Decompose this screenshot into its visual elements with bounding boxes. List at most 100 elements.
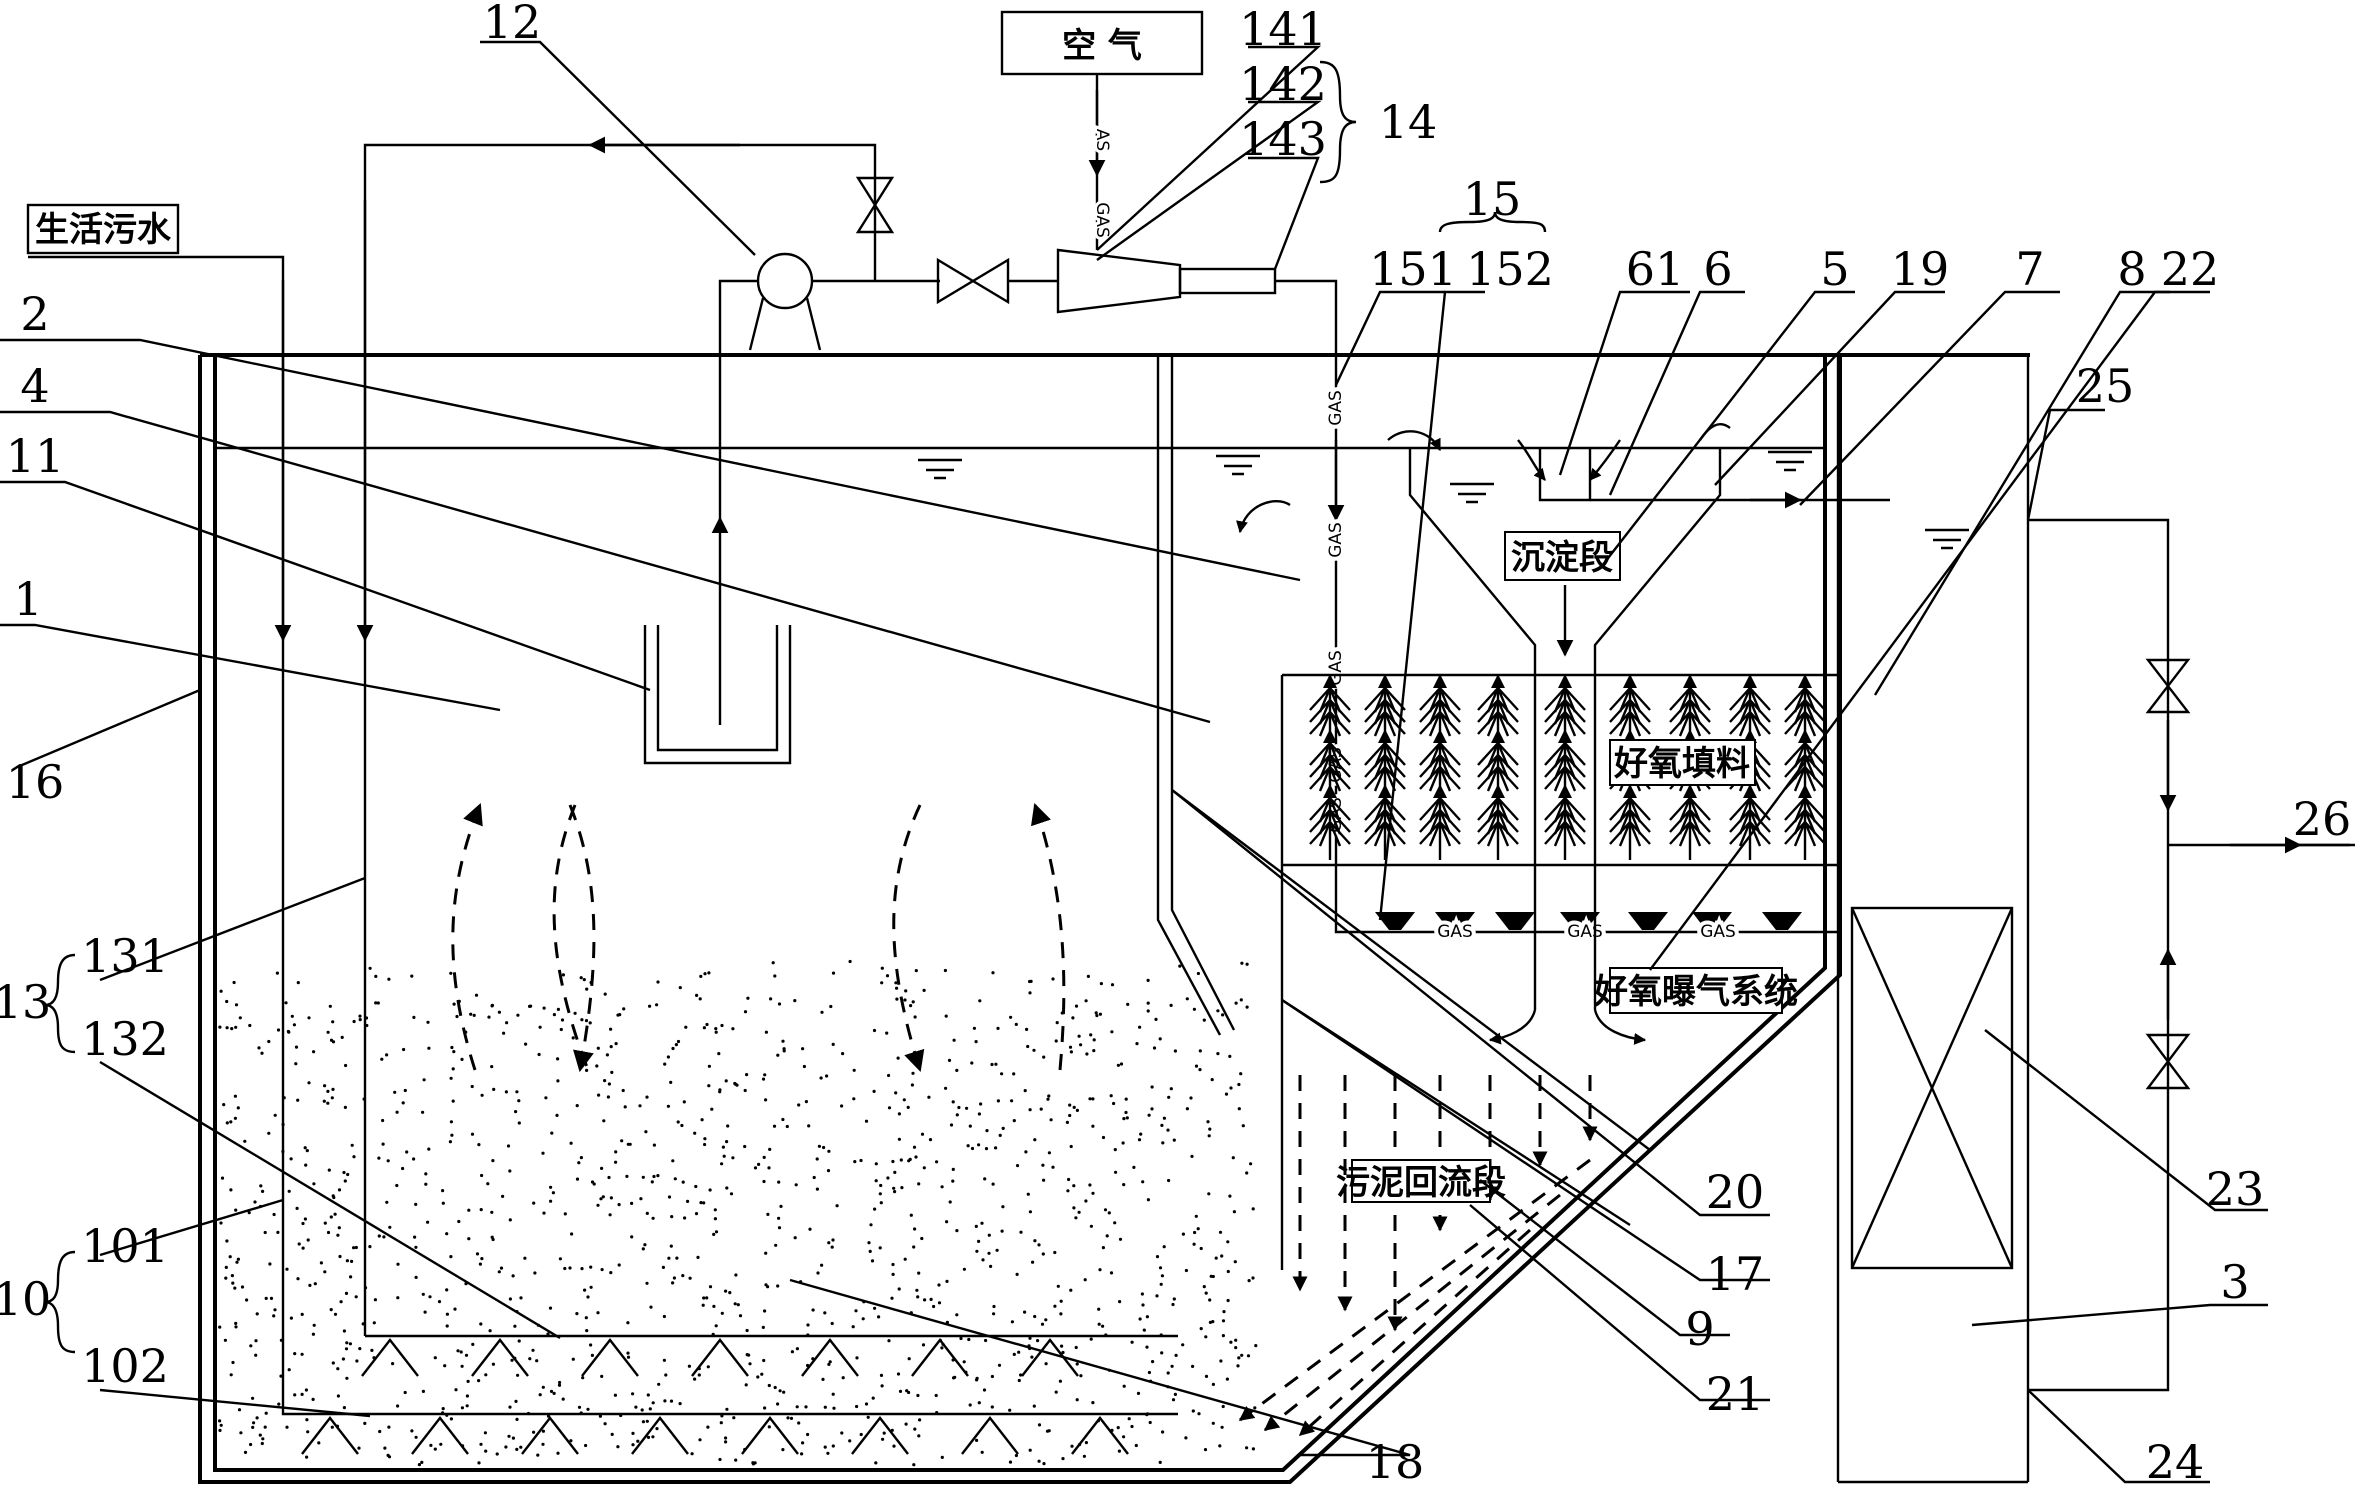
gas-label: GAS — [1567, 922, 1603, 942]
label-26: 26 — [2293, 792, 2352, 846]
label-7: 7 — [2015, 242, 2044, 296]
aerobic-packing-label: 好氧填料 — [1613, 744, 1750, 784]
label-151: 151 — [1369, 242, 1457, 296]
diffuser-head — [411, 1416, 469, 1455]
diffuser-head — [1071, 1416, 1129, 1455]
pump-12 — [718, 252, 940, 351]
aeration-head — [1375, 912, 1415, 930]
label-19: 19 — [1891, 242, 1950, 296]
label-21: 21 — [1706, 1367, 1765, 1421]
label-11: 11 — [6, 429, 65, 483]
label-5: 5 — [1820, 242, 1849, 296]
settling-box: 沉淀段 — [1504, 531, 1621, 581]
outlet-pipes — [2028, 518, 2350, 1392]
aeration-head — [1762, 912, 1802, 930]
label-10: 10 — [0, 1272, 51, 1326]
valve-outlet-top — [2145, 658, 2191, 714]
air-label: 空 气 — [1062, 26, 1142, 66]
label-141: 141 — [1239, 2, 1327, 56]
label-142: 142 — [1239, 57, 1327, 111]
sludge-return-box: 污泥回流段 — [1336, 1159, 1506, 1203]
label-3: 3 — [2220, 1255, 2249, 1309]
label-6: 6 — [1703, 242, 1732, 296]
sludge-return-label: 污泥回流段 — [1336, 1163, 1506, 1203]
gas-label: GAS — [1326, 390, 1346, 426]
gas-label: GAS — [1437, 922, 1473, 942]
aeration-head — [1692, 912, 1732, 930]
aeration-head — [1435, 912, 1475, 930]
gas-label: GAS — [1326, 522, 1346, 558]
diffuser-head — [581, 1338, 639, 1377]
circulation-arrows — [451, 803, 1066, 1076]
diffuser-head — [691, 1338, 749, 1377]
aeration-head — [1560, 912, 1600, 930]
gas-mark-air: AS — [1092, 129, 1112, 151]
label-24: 24 — [2146, 1435, 2205, 1489]
diffuser-head — [301, 1416, 359, 1455]
diffuser-head — [361, 1338, 419, 1377]
label-9: 9 — [1685, 1302, 1714, 1356]
label-22: 22 — [2161, 242, 2220, 296]
diffuser-head — [471, 1338, 529, 1377]
aerobic-packing-zone — [1282, 673, 1838, 867]
diffuser-head — [741, 1416, 799, 1455]
diffuser-head — [851, 1416, 909, 1455]
label-132: 132 — [81, 1012, 169, 1066]
label-15: 15 — [1463, 172, 1522, 226]
air-downpipe-151 — [1327, 345, 1838, 934]
diffuser-head — [631, 1416, 689, 1455]
label-152: 152 — [1466, 242, 1554, 296]
collection-trough-6 — [1538, 448, 1890, 509]
aerator-101-diffusers — [301, 1416, 1129, 1455]
aeration-head — [1628, 912, 1668, 930]
venturi-ejector-14 — [1056, 248, 1338, 345]
diffuser-head — [961, 1416, 1019, 1455]
water-level-line — [215, 446, 1825, 504]
gas-label: GAS — [1700, 922, 1736, 942]
gas-mark-air-bg: AS — [1092, 129, 1112, 151]
sludge-stipple — [218, 959, 1258, 1467]
aeration-heads — [1375, 912, 1802, 930]
sewage-label-box: 生活污水 — [26, 203, 180, 255]
label-17: 17 — [1706, 1247, 1765, 1301]
aeration-system-box: 好氧曝气系统 — [1593, 967, 1798, 1014]
label-25: 25 — [2076, 359, 2135, 413]
label-23: 23 — [2206, 1162, 2265, 1216]
aeration-head — [1495, 912, 1535, 930]
label-18: 18 — [1366, 1435, 1425, 1489]
diffuser-head — [801, 1338, 859, 1377]
label-12: 12 — [483, 0, 542, 49]
baffle-17 — [1156, 355, 1236, 1036]
air-box: 空 气 AS AS GAS GAS — [1000, 10, 1204, 250]
sewage-label: 生活污水 — [35, 210, 172, 250]
label-61: 61 — [1626, 242, 1685, 296]
label-13: 13 — [0, 975, 51, 1029]
settling-cone — [1408, 448, 1722, 1045]
label-8: 8 — [2117, 242, 2146, 296]
aerator-132-diffusers — [361, 1338, 1079, 1377]
sedimentation-label: 沉淀段 — [1511, 538, 1613, 578]
diffuser-head — [521, 1416, 579, 1455]
label-1: 1 — [13, 572, 42, 626]
collection-tank-11 — [643, 292, 792, 765]
label-102: 102 — [81, 1339, 169, 1393]
gas-mark-air-2: GAS — [1092, 202, 1112, 238]
svg-text:GAS: GAS — [1092, 202, 1112, 238]
label-101: 101 — [81, 1219, 169, 1273]
return-pipe-131 — [356, 136, 1178, 1338]
aerobic-packing-box: 好氧填料 — [1609, 739, 1756, 786]
valve-horizontal — [936, 257, 1058, 305]
filter-column — [1825, 353, 2030, 1484]
label-20: 20 — [1706, 1165, 1765, 1219]
valve-top — [855, 176, 895, 234]
label-16: 16 — [6, 755, 65, 809]
label-2: 2 — [20, 287, 49, 341]
valve-outlet-bottom — [2145, 1033, 2191, 1090]
label-4: 4 — [20, 359, 49, 413]
main-tank — [198, 353, 2030, 1484]
aeration-system-label: 好氧曝气系统 — [1593, 972, 1798, 1012]
label-14: 14 — [1379, 95, 1438, 149]
label-131: 131 — [81, 929, 169, 983]
